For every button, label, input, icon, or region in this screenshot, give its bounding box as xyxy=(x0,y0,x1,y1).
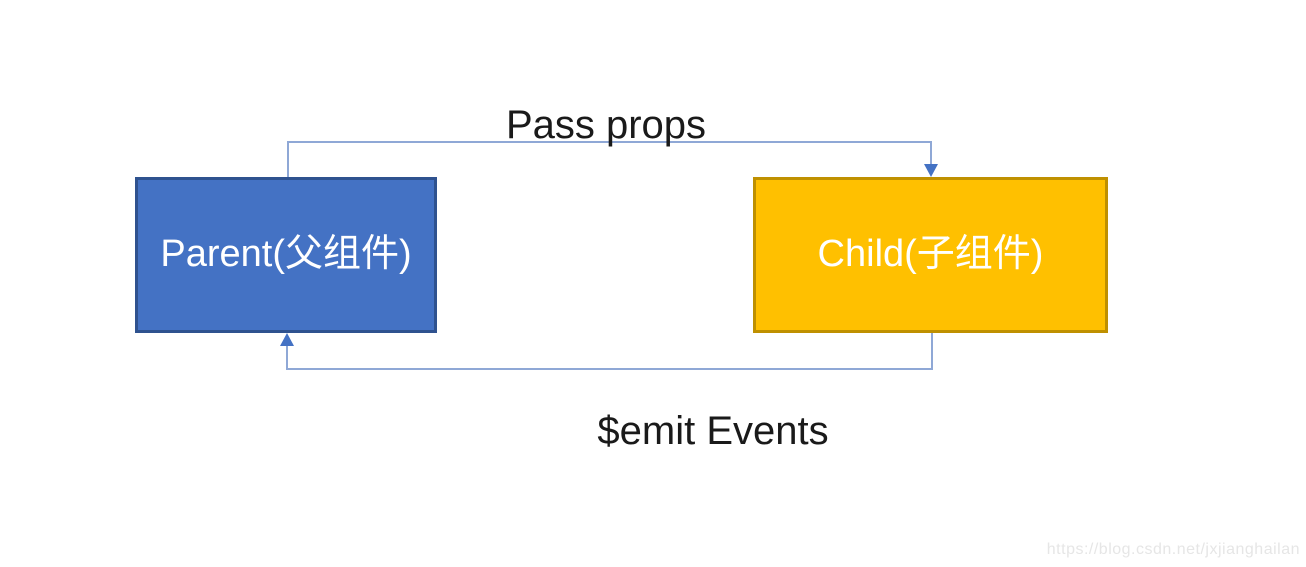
parent-node-label: Parent(父组件) xyxy=(160,233,412,276)
pass-props-line xyxy=(287,141,932,177)
parent-node: Parent(父组件) xyxy=(135,177,437,333)
pass-props-label: Pass props xyxy=(505,103,707,147)
arrow-down-icon xyxy=(924,164,938,177)
emit-events-connector xyxy=(280,332,933,370)
arrow-up-icon xyxy=(280,333,294,346)
emit-events-label: $emit Events xyxy=(597,409,829,453)
pass-props-connector xyxy=(287,141,938,177)
emit-events-line xyxy=(286,332,933,370)
child-node: Child(子组件) xyxy=(753,177,1108,333)
watermark: https://blog.csdn.net/jxjianghailan xyxy=(1046,541,1300,558)
child-node-label: Child(子组件) xyxy=(817,233,1044,276)
